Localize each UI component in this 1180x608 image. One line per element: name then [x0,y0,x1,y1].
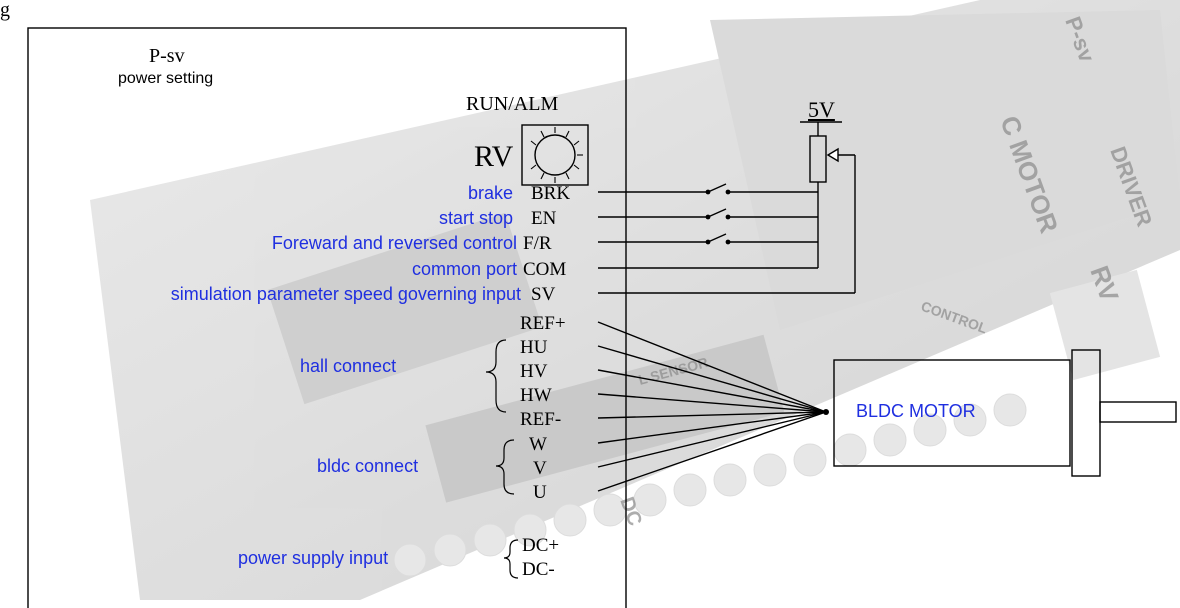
rv-knob-dial [534,134,576,176]
driver-outline [27,27,627,608]
pin-brk: BRK [531,183,571,204]
bldc-brace [495,439,515,495]
pin-u: U [533,482,547,503]
pin-ref-minus: REF- [520,409,562,430]
driver-board-photo: C MOTOR P-sv DRIVER CONTROL L SENSOR RV … [90,0,1180,600]
pin-dc-minus: DC- [522,559,555,580]
pin-dc-plus: DC+ [522,535,560,556]
pin-hw: HW [520,385,552,406]
label-forward-reverse: Foreward and reversed control [271,233,517,253]
motor-body [833,359,1071,467]
label-brake: brake [467,183,513,203]
pot-voltage-label: 5V [808,97,835,122]
potentiometer [809,135,827,183]
rv-label: RV [474,140,514,173]
pin-hv: HV [520,361,548,382]
pin-ref-plus: REF+ [520,313,566,334]
run-alm-indicator: RUN/ALM [466,93,559,115]
power-brace [503,539,519,579]
pin-sv: SV [531,284,556,305]
label-start-stop: start stop [438,208,513,228]
pin-fr: F/R [523,233,552,254]
label-bldc-connect: bldc connect [317,456,419,476]
label-hall-connect: hall connect [300,356,397,376]
top-caption: g [0,0,10,21]
rv-knob-box [521,124,589,186]
label-power-supply: power supply input [238,548,389,568]
power-setting-label: power setting [118,70,214,87]
motor-flange [1071,349,1101,477]
motor-label: BLDC MOTOR [856,401,976,421]
label-speed-input: simulation parameter speed governing inp… [170,284,521,304]
pin-en: EN [531,208,557,229]
pin-com: COM [523,259,567,280]
hall-brace [485,339,507,413]
driver-model: P-sv [149,45,185,67]
pin-v: V [533,458,547,479]
pin-w: W [529,434,547,455]
label-common-port: common port [411,259,517,279]
pin-hu: HU [520,337,548,358]
motor-shaft [1099,401,1177,423]
